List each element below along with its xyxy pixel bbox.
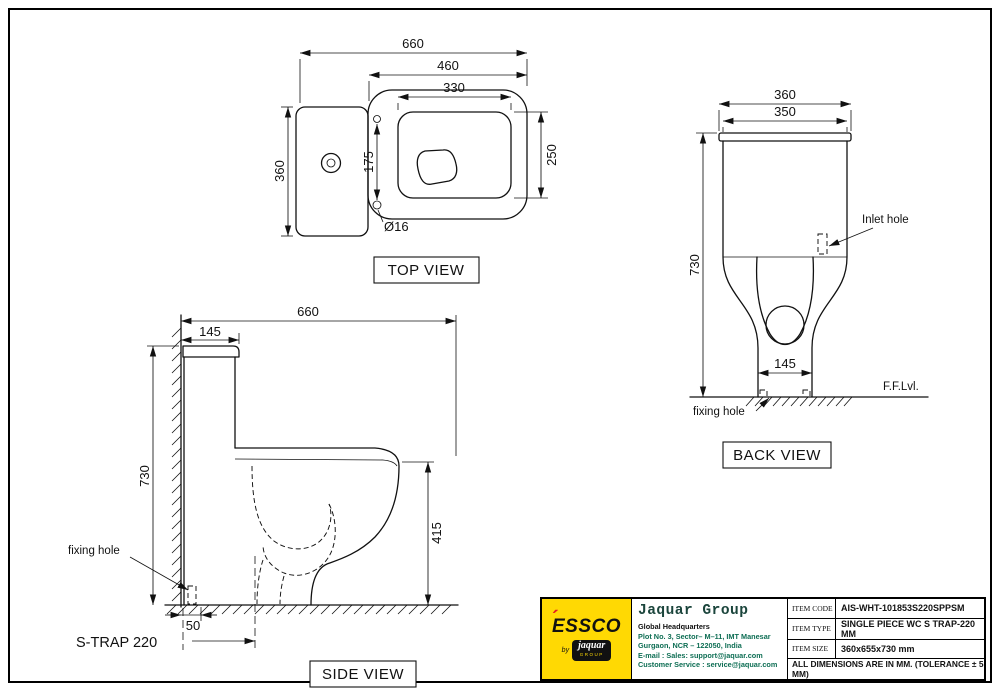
company-name: Jaquar Group xyxy=(638,603,749,619)
side-view-trap-hidden-2 xyxy=(262,503,336,576)
address-line: Global Headquarters xyxy=(638,622,710,631)
top-view-flush-button xyxy=(320,152,342,174)
back-view-label: BACK VIEW xyxy=(733,447,821,464)
back-view-bowl-back xyxy=(755,256,815,346)
side-view-bowl-profile xyxy=(234,447,400,606)
address-line: Plot No. 3, Sector– M–11, IMT Manesar xyxy=(638,631,771,641)
back-view-body-right xyxy=(811,140,848,398)
side-view-label-box xyxy=(309,660,417,688)
side-view-fixing-bolt xyxy=(187,585,197,605)
back-fixing-hole-label: fixing hole xyxy=(693,406,745,418)
top-view-label: TOP VIEW xyxy=(388,262,465,279)
side-view-label: SIDE VIEW xyxy=(322,666,404,683)
item-code-row: ITEM CODE AIS-WHT-101853S220SPPSM xyxy=(788,599,984,619)
item-size-row: ITEM SIZE 360x655x730 mm xyxy=(788,639,984,659)
side-view-drawing xyxy=(164,314,459,652)
side-view-ground-hatch xyxy=(166,604,452,615)
top-view-hole-lower xyxy=(372,200,382,210)
essco-logo-accent: ´ xyxy=(551,608,560,630)
side-view-trap-hidden-1 xyxy=(251,465,332,550)
item-code-value: AIS-WHT-101853S220SPPSM xyxy=(841,603,965,614)
back-view-inlet-hole xyxy=(817,233,828,255)
back-dim-350: 350 xyxy=(774,104,796,119)
back-view-trap-circle xyxy=(765,305,805,345)
side-view-dimensions: 660 145 730 415 50 fixing hole S-TRAP 22… xyxy=(68,304,457,651)
address-line: Gurgaon, NCR – 122050, India xyxy=(638,641,742,651)
side-view-trap-hidden-4 xyxy=(279,575,285,605)
item-type-value: SINGLE PIECE WC S TRAP-220 MM xyxy=(841,618,976,639)
top-dim-dia16: Ø16 xyxy=(384,219,409,234)
sheet-border xyxy=(8,8,992,683)
side-view-trap-hidden-3 xyxy=(256,559,264,605)
top-dim-330: 330 xyxy=(443,80,465,95)
item-size-value: 360x655x730 mm xyxy=(841,643,915,654)
item-code-label: ITEM CODE xyxy=(788,599,836,618)
back-view-fixing-hole-right xyxy=(802,389,811,398)
side-fixing-hole-label: fixing hole xyxy=(68,545,120,557)
title-block: ´ ESSCO by jaquar GROUP Jaquar Group Glo… xyxy=(540,597,986,681)
tolerance-note: ALL DIMENSIONS ARE IN MM. (TOLERANCE ± 5… xyxy=(792,659,984,679)
top-dim-460: 460 xyxy=(437,58,459,73)
back-view-lid xyxy=(718,132,852,142)
back-ff-level-label: F.F.Lvl. xyxy=(883,381,919,393)
item-type-label: ITEM TYPE xyxy=(788,618,836,639)
essco-logo-wordmark: ´ ESSCO xyxy=(551,609,622,637)
top-view-label-box xyxy=(373,256,480,284)
back-dim-145: 145 xyxy=(774,356,796,371)
essco-logo: ´ ESSCO by jaquar GROUP xyxy=(542,599,632,679)
company-info: Jaquar Group Global Headquarters Plot No… xyxy=(632,599,788,679)
item-type-row: ITEM TYPE SINGLE PIECE WC S TRAP-220 MM xyxy=(788,618,984,640)
side-view-caption: SIDE VIEW xyxy=(309,660,417,688)
top-view-trap-outlet xyxy=(416,149,458,185)
essco-logo-text: ESSCO xyxy=(551,616,622,637)
side-dim-145: 145 xyxy=(199,324,221,339)
essco-logo-byline: by jaquar GROUP xyxy=(562,640,612,661)
back-inlet-hole-label: Inlet hole xyxy=(862,214,909,226)
top-view-flush-button-inner xyxy=(326,158,336,168)
side-dim-730: 730 xyxy=(137,465,152,487)
side-dim-50: 50 xyxy=(186,618,200,633)
jaquar-logo-pill: jaquar GROUP xyxy=(572,640,612,661)
back-view-drawing xyxy=(689,132,929,407)
essco-logo-by: by xyxy=(561,647,570,654)
back-dim-360: 360 xyxy=(774,87,796,102)
side-dim-660: 660 xyxy=(297,304,319,319)
top-view-drawing xyxy=(295,89,528,237)
side-view-seat-line xyxy=(234,458,398,467)
top-view-bowl-outline xyxy=(367,89,528,220)
back-view-body-left xyxy=(722,140,759,398)
top-dim-175: 175 xyxy=(361,151,376,173)
side-view-wall-hatch xyxy=(171,327,182,602)
jaquar-logo-text: jaquar xyxy=(578,640,606,651)
item-table: ITEM CODE AIS-WHT-101853S220SPPSM ITEM T… xyxy=(788,599,984,679)
top-dim-250: 250 xyxy=(544,144,559,166)
top-view-rim-inner xyxy=(397,111,512,199)
customer-service-line: Customer Service : service@jaquar.com xyxy=(638,660,778,670)
back-view-caption: BACK VIEW xyxy=(722,441,832,469)
top-view-dimensions: 660 460 330 360 175 250 Ø16 xyxy=(272,36,559,237)
item-size-label: ITEM SIZE xyxy=(788,639,836,658)
back-view-dimensions: 360 350 730 145 Inlet hole F.F.Lvl. fixi… xyxy=(687,87,919,418)
side-view-tank-lid xyxy=(182,345,240,358)
back-view-label-box xyxy=(722,441,832,469)
top-view-caption: TOP VIEW xyxy=(373,256,480,284)
back-dim-730: 730 xyxy=(687,254,702,276)
top-view-hole-upper xyxy=(373,115,381,123)
jaquar-logo-group: GROUP xyxy=(579,652,604,657)
side-dim-415: 415 xyxy=(429,522,444,544)
back-view-fixing-hole-left xyxy=(759,389,768,398)
side-strap-label: S-TRAP 220 xyxy=(76,635,157,651)
top-view-tank-outline xyxy=(295,106,369,237)
top-dim-360: 360 xyxy=(272,160,287,182)
email-line: E-mail : Sales: support@jaquar.com xyxy=(638,650,763,660)
top-dim-660: 660 xyxy=(402,36,424,51)
